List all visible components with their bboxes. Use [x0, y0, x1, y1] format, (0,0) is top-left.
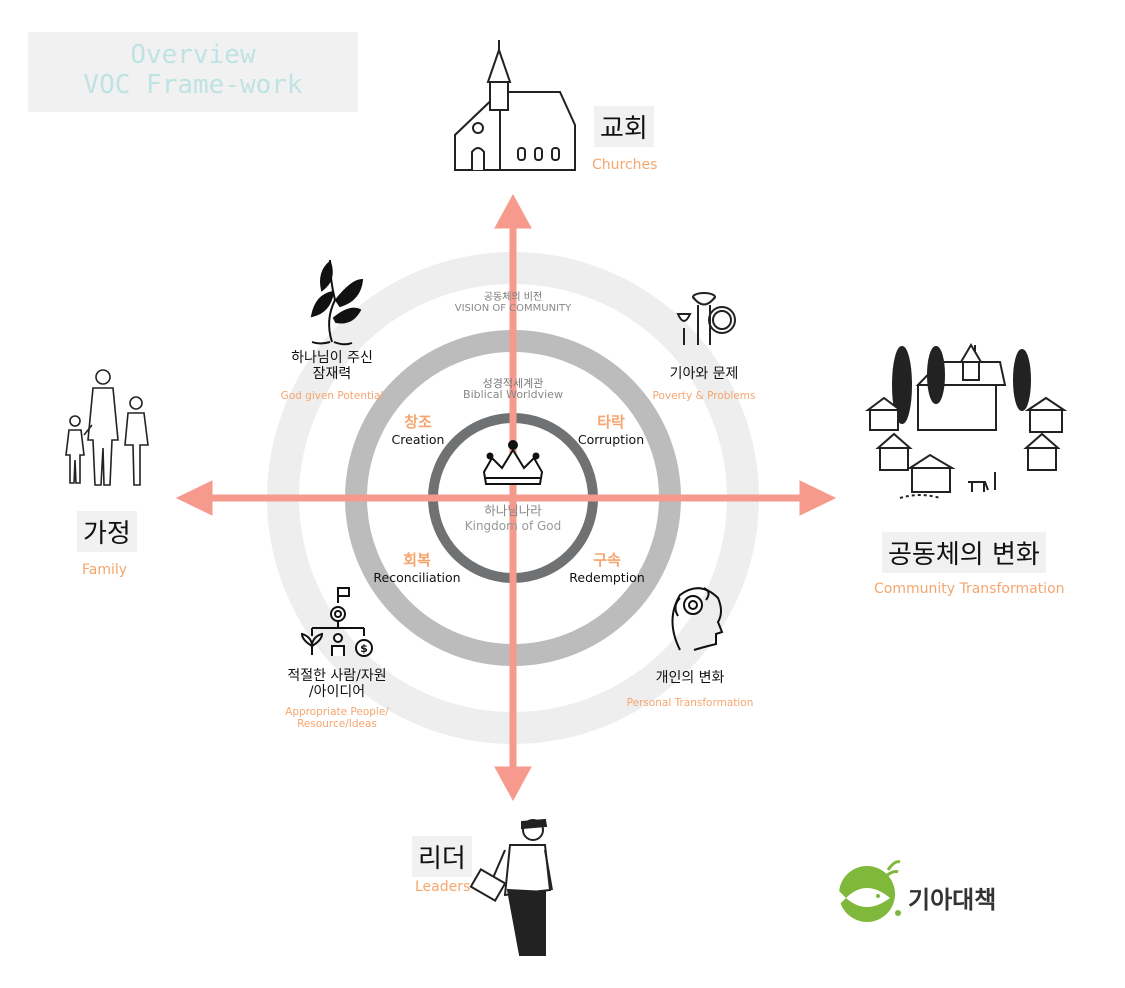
svg-text:$: $	[360, 642, 368, 655]
item-personal-ko: 개인의 변화	[655, 670, 725, 686]
item-resources: 적절한 사람/자원 /아이디어 Appropriate People/ Reso…	[262, 668, 412, 730]
village-icon	[865, 343, 1068, 499]
item-personal-en: Personal Transformation	[626, 697, 754, 709]
church-icon	[454, 40, 576, 171]
logo-text: 기아대책	[908, 886, 997, 914]
center-label: 하나님나라 Kingdom of God	[443, 500, 583, 533]
quadrant-creation-ko: 창조	[404, 413, 432, 431]
item-resources-ko-2: /아이디어	[308, 684, 366, 700]
leader-icon	[469, 818, 553, 956]
center-label-ko: 하나님나라	[484, 503, 542, 518]
arrow-down	[494, 766, 532, 802]
quadrant-corruption: 타락 Corruption	[570, 411, 652, 447]
head-gear-icon	[671, 587, 724, 651]
item-poverty: 기아와 문제 Poverty & Problems	[638, 366, 770, 402]
node-community-en: Community Transformation	[874, 581, 1065, 597]
node-family-en: Family	[82, 562, 128, 578]
arrows	[175, 193, 837, 802]
quadrant-redemption-ko: 구속	[593, 551, 621, 569]
center-label-en: Kingdom of God	[464, 519, 562, 533]
quadrant-reconciliation: 회복 Reconciliation	[364, 549, 470, 585]
arrow-right	[799, 480, 837, 516]
quadrant-reconciliation-en: Reconciliation	[373, 570, 461, 585]
node-community-ko: 공동체의 변화	[882, 532, 1046, 573]
quadrant-corruption-ko: 타락	[597, 413, 625, 431]
item-potential-en: God given Potential	[280, 390, 384, 402]
item-resources-en-1: Appropriate People/	[285, 706, 389, 718]
node-family-ko: 가정	[77, 511, 137, 552]
item-resources-ko-1: 적절한 사람/자원	[287, 668, 387, 684]
fish-grain-icon	[838, 860, 901, 922]
node-leaders-en: Leaders	[415, 879, 471, 895]
item-personal: 개인의 변화 Personal Transformation	[615, 670, 765, 709]
node-churches-ko: 교회	[594, 106, 654, 147]
item-poverty-ko: 기아와 문제	[669, 366, 739, 382]
arrow-left	[175, 480, 213, 516]
empty-bowls-icon	[676, 292, 736, 345]
middle-ring-label-ko: 성경적세계관	[482, 377, 544, 390]
quadrant-corruption-en: Corruption	[577, 432, 645, 447]
outer-ring-label-ko: 공동체의 비전	[483, 292, 543, 303]
item-poverty-en: Poverty & Problems	[652, 390, 756, 402]
family-icon	[65, 369, 149, 486]
item-resources-en-2: Resource/Ideas	[297, 718, 377, 730]
quadrant-reconciliation-ko: 회복	[403, 551, 431, 569]
resources-tree-icon: $	[300, 587, 373, 657]
title-line1: Overview	[130, 40, 256, 70]
title-line2: VOC Frame-work	[83, 70, 303, 100]
crown-icon	[482, 440, 544, 485]
quadrant-creation-en: Creation	[391, 432, 445, 447]
item-potential-ko-1: 하나님이 주신	[291, 350, 373, 366]
middle-ring-label-en: Biblical Worldview	[463, 388, 563, 401]
item-potential-ko-2: 잠재력	[312, 366, 352, 382]
title-box: Overview VOC Frame-work	[28, 32, 358, 112]
arrow-up	[494, 193, 532, 229]
item-potential: 하나님이 주신 잠재력 God given Potential	[262, 350, 402, 402]
middle-ring-label: 성경적세계관 Biblical Worldview	[453, 378, 573, 400]
node-churches-en: Churches	[592, 157, 658, 173]
quadrant-redemption-en: Redemption	[569, 570, 645, 585]
quadrant-redemption: 구속 Redemption	[562, 549, 652, 585]
outer-ring-label-en: VISION OF COMMUNITY	[454, 303, 572, 314]
node-leaders-ko: 리더	[412, 836, 472, 877]
outer-ring-label: 공동체의 비전 VISION OF COMMUNITY	[443, 292, 583, 314]
sprout-icon	[310, 259, 364, 346]
quadrant-creation: 창조 Creation	[378, 411, 458, 447]
